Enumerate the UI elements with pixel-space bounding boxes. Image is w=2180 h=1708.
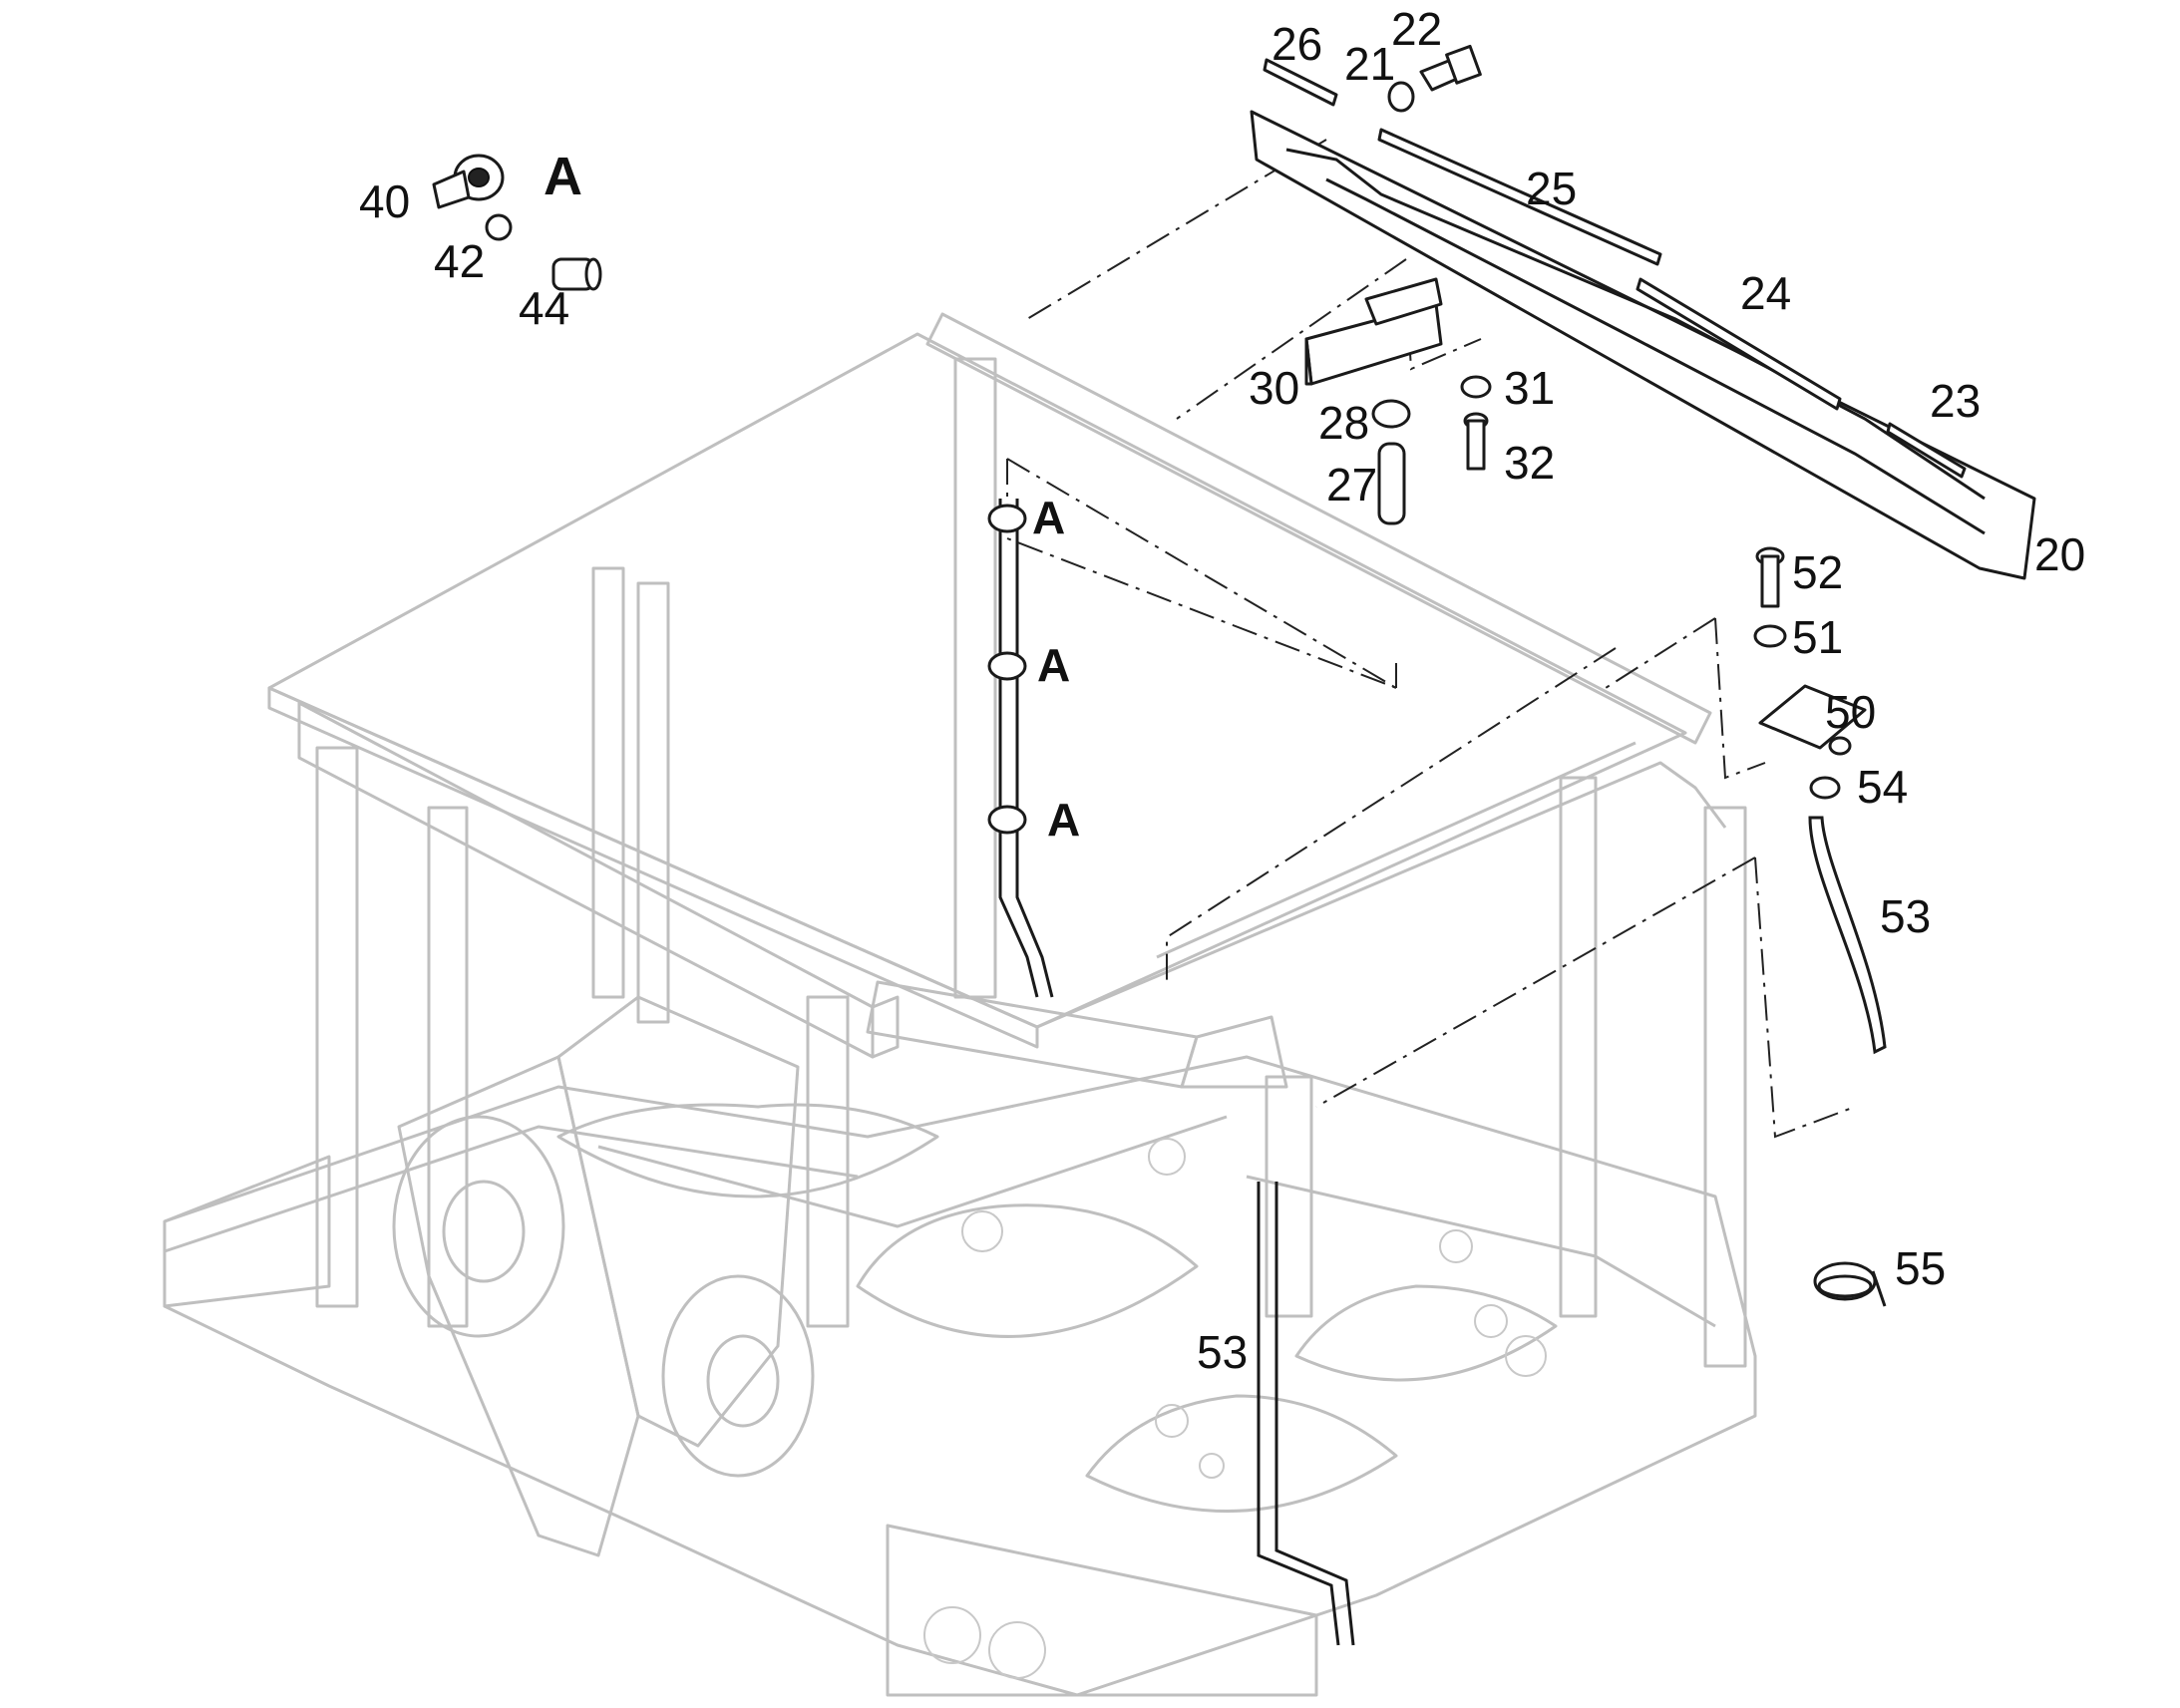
clamp-54 <box>1809 776 1841 800</box>
callout-23: 23 <box>1930 375 1981 427</box>
leader-lines <box>1006 139 1856 1139</box>
washer-31 <box>1460 375 1492 399</box>
top-rail-assembly <box>1250 44 2036 580</box>
hose-clamp-28 <box>1371 399 1411 429</box>
callout-27: 27 <box>1326 459 1377 511</box>
clip-marker-a-1: A <box>1032 492 1065 543</box>
washer-51 <box>1753 624 1787 648</box>
bolt-32 <box>1463 412 1489 471</box>
callout-24: 24 <box>1740 267 1791 319</box>
bracket-assembly <box>1304 277 1492 525</box>
band-clamp-55 <box>1813 1261 1887 1307</box>
vertical-hose-with-clips <box>987 499 1054 998</box>
callout-44: 44 <box>519 282 569 334</box>
callout-53-right: 53 <box>1880 890 1931 942</box>
hose-53-right <box>1808 816 1887 1055</box>
washer-21 <box>1387 81 1415 113</box>
callout-26: 26 <box>1272 18 1322 70</box>
callout-51: 51 <box>1792 611 1843 663</box>
washer-42 <box>485 213 513 241</box>
callout-50: 50 <box>1825 686 1876 738</box>
pipe-clip-40 <box>432 154 505 209</box>
clip-a-middle <box>987 651 1027 681</box>
clip-marker-a-3: A <box>1047 794 1080 846</box>
callout-54: 54 <box>1857 761 1908 813</box>
bracket-50 <box>1758 684 1867 750</box>
bolt-52 <box>1755 546 1785 608</box>
detail-a-heading: A <box>544 147 582 206</box>
callout-31: 31 <box>1504 362 1555 414</box>
callout-20: 20 <box>2034 528 2085 580</box>
callout-21: 21 <box>1344 38 1395 90</box>
clip-a-lower <box>987 805 1027 835</box>
callout-25: 25 <box>1526 163 1577 214</box>
callout-52: 52 <box>1792 546 1843 598</box>
hose-53-left <box>1257 1182 1355 1646</box>
hose-27 <box>1377 442 1406 525</box>
callout-55: 55 <box>1895 1242 1946 1294</box>
callout-32: 32 <box>1504 437 1555 489</box>
bolt-22 <box>1419 44 1482 92</box>
callout-28: 28 <box>1318 397 1369 449</box>
callout-30: 30 <box>1249 362 1299 414</box>
clip-marker-a-2: A <box>1037 639 1070 691</box>
clip-a-upper <box>987 504 1027 533</box>
callout-40: 40 <box>359 175 410 227</box>
cab-frame-drawing <box>163 312 1757 1697</box>
bolt-44 <box>551 257 602 291</box>
detail-a-clip-assembly <box>432 154 602 291</box>
callout-22: 22 <box>1391 3 1442 55</box>
callout-53-left: 53 <box>1197 1326 1248 1378</box>
right-bracket-assembly <box>1753 546 1887 1055</box>
callout-42: 42 <box>434 235 485 287</box>
callout-labels: 20 21 22 23 24 25 26 27 28 30 31 32 40 4… <box>359 3 2085 1378</box>
